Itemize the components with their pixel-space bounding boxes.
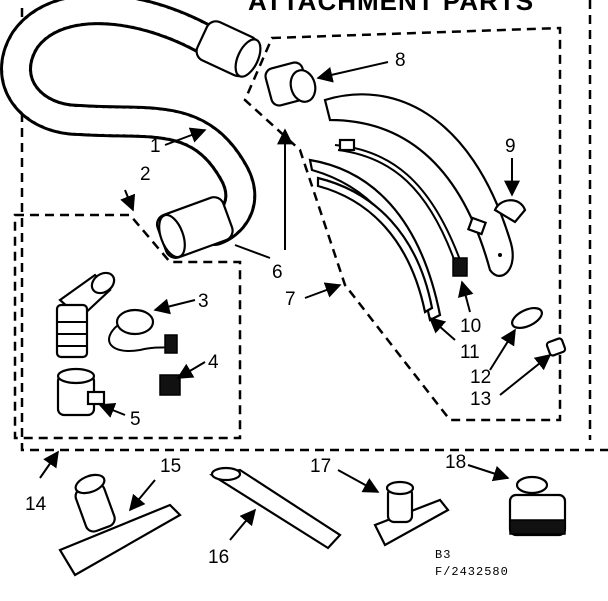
callout-16: 16: [208, 547, 229, 568]
hose-kit-frame-2: [13, 213, 242, 440]
callout-10: 10: [460, 316, 481, 337]
connector-part-8: [264, 61, 317, 107]
dusting-brush-part-18: [508, 475, 567, 537]
wand-handle-part: [323, 93, 514, 277]
callout-11: 11: [460, 342, 480, 363]
callout-7: 7: [285, 289, 296, 310]
leader-4: [176, 361, 206, 379]
leader-15: [128, 479, 156, 512]
callout-15: 15: [160, 456, 181, 477]
callout-18: 18: [445, 452, 466, 473]
clip-part-4: [159, 374, 181, 396]
leader-18: [467, 464, 510, 482]
part-12: [511, 306, 543, 330]
leader-2: [120, 189, 136, 212]
leader-6a: [234, 244, 271, 259]
callout-6: 6: [272, 262, 283, 283]
diagram-title: ATTACHMENT PARTS: [248, 0, 534, 16]
leader-7: [304, 282, 342, 299]
callout-3: 3: [198, 291, 209, 312]
leader-3: [153, 298, 196, 315]
cord-part-3: [108, 308, 178, 354]
wires-part-10: [334, 138, 468, 277]
figure-code: F/2432580: [435, 565, 509, 579]
leader-14: [39, 450, 59, 479]
floor-tool-part-15: [58, 473, 182, 577]
leader-17: [337, 469, 380, 493]
leader-8: [316, 61, 389, 83]
crevice-tool-part-16: [209, 466, 342, 550]
outer-frame-14: [20, 8, 608, 452]
callout-12: 12: [470, 367, 491, 388]
part-13: [545, 337, 567, 357]
cap-part-5: [56, 367, 106, 417]
leader-12: [489, 328, 516, 371]
callout-8: 8: [395, 50, 406, 71]
callout-1: 1: [150, 136, 161, 157]
callout-2: 2: [140, 164, 151, 185]
leader-16: [229, 508, 257, 541]
leader-5: [98, 402, 126, 418]
callout-17: 17: [310, 456, 331, 477]
callout-5: 5: [130, 409, 141, 430]
hose-part-1: [0, 0, 262, 259]
page-code: B3: [435, 548, 451, 562]
clip-part-9: [493, 199, 527, 224]
callout-4: 4: [208, 352, 219, 373]
leader-1: [164, 127, 207, 146]
wand-kit-frame-7: [243, 26, 562, 422]
callout-14: 14: [25, 494, 47, 515]
leader-10: [457, 280, 474, 313]
callout-13: 13: [470, 389, 491, 410]
upholstery-tool-part-17: [373, 480, 450, 547]
leader-13: [499, 354, 552, 396]
callout-9: 9: [505, 136, 516, 157]
hose-elbow-part: [55, 271, 116, 359]
leader-11: [428, 316, 456, 341]
